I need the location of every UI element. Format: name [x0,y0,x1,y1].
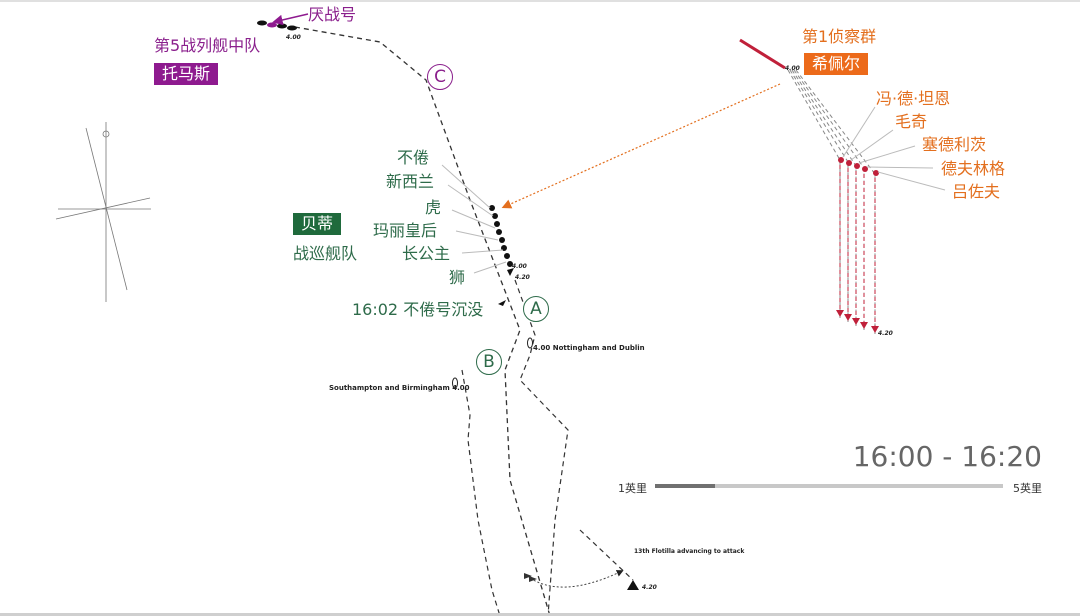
scouting-group-commander: 希佩尔 [804,53,869,75]
battlecruiser-time-420: 4.20 [515,274,530,281]
ship-indefatigable: 不倦 [397,148,430,167]
bottom-border [0,613,1080,616]
flotilla-destination-icon [627,580,639,590]
warspite-pointer [272,13,309,26]
german-leader-lines [842,106,946,191]
compass-rose-icon [55,122,151,302]
ship-derfflinger: 德夫林格 [941,159,1006,178]
marker-c: C [427,64,453,90]
battlecruiser-unit: 战巡舰队 [293,244,358,263]
ship-lion: 狮 [449,268,466,287]
light-cruiser-icons [452,337,533,389]
fifth-squadron-name: 第5战列舰中队 [154,36,261,55]
scale-right-label: 5英里 [1013,482,1042,495]
ship-leader-lines [441,164,507,274]
battlecruiser-ships [489,205,514,276]
ship-von-der-tann: 冯·德·坦恩 [876,89,951,108]
marker-b: B [476,349,502,375]
fire-direction-line [501,83,781,209]
scouting-group-time-420: 4.20 [878,330,893,337]
ship-princess-royal: 长公主 [402,244,451,263]
fifth-squadron-ships [257,20,297,31]
scouting-group-time-400: 4.00 [785,65,800,72]
ship-moltke: 毛奇 [895,112,928,131]
ship-tiger: 虎 [425,198,442,217]
scouting-group-name: 第1侦察群 [802,27,877,46]
scouting-group-end-arrows [836,157,879,333]
ship-lutzow: 吕佐夫 [952,182,1001,201]
top-border [0,0,1080,2]
time-range-title: 16:00 - 16:20 [852,440,1042,473]
flotilla-label: 13th Flotilla advancing to attack [634,548,745,555]
indefatigable-sinking-icon [498,300,506,306]
fifth-squadron-commander: 托马斯 [154,63,219,85]
warspite-label: 厌战号 [308,5,357,24]
fifth-squadron-time: 4.00 [286,34,301,41]
ship-seydlitz: 塞德利茨 [922,135,987,154]
ship-new-zealand: 新西兰 [386,172,435,191]
battlecruiser-time-400: 4.00 [512,263,527,270]
scale-fill [655,484,715,488]
ship-queen-mary: 玛丽皇后 [373,221,438,240]
scouting-group-ships [739,38,786,70]
battlecruiser-tracks [461,279,569,616]
flotilla-time: 4.20 [642,584,657,591]
battlecruiser-commander: 贝蒂 [293,213,342,235]
scale-track [655,484,1003,488]
nottingham-dublin-label: 4.00 Nottingham and Dublin [533,344,645,352]
fifth-squadron-track [294,26,551,616]
scouting-group-tracks [787,69,876,334]
scale-left-label: 1英里 [618,482,647,495]
flotilla-path [526,570,624,588]
flotilla-icon [524,573,537,582]
southampton-birmingham-label: Southampton and Birmingham 4.00 [329,384,470,392]
indefatigable-sinking-label: 16:02 不倦号沉没 [352,300,484,319]
scale-bar: 1英里 5英里 [618,479,1042,495]
marker-a: A [523,296,549,322]
